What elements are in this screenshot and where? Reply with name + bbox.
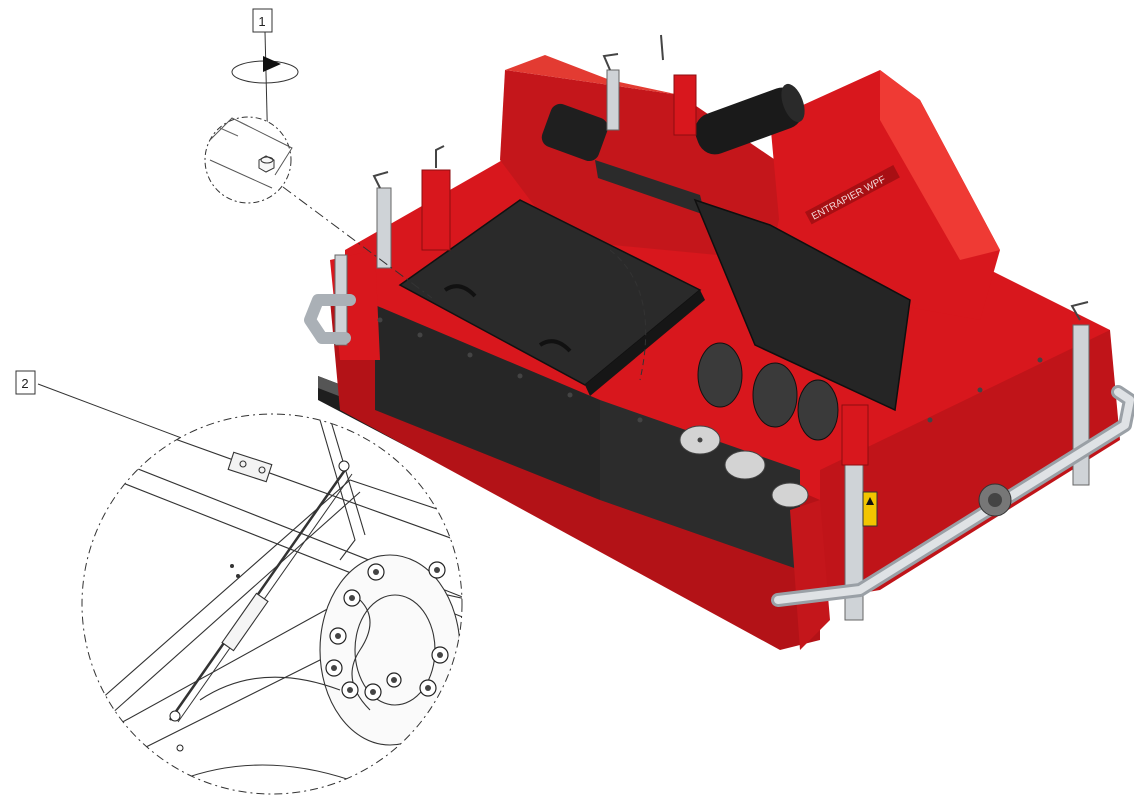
top-cylinder xyxy=(695,83,805,155)
callout-2-box xyxy=(15,370,36,395)
rotary-machine-illustration: ENTRAPIER WPF xyxy=(304,34,1134,650)
callout-1: 1 xyxy=(204,8,433,299)
rotation-arrow-icon xyxy=(231,56,299,84)
detail-circle-1 xyxy=(204,116,293,204)
callout-1-box xyxy=(252,8,273,33)
open-flap xyxy=(693,198,911,412)
front-panel-right xyxy=(600,400,800,570)
jack-stands xyxy=(334,69,1090,621)
right-side-plate xyxy=(790,500,830,650)
detail-circle-2 xyxy=(81,413,463,795)
flange-bolts xyxy=(169,460,449,752)
callout-2-number: 2 xyxy=(21,376,28,391)
warning-decal-icon xyxy=(862,491,878,527)
callout-2: 2 xyxy=(15,370,463,795)
hex-nut-icon xyxy=(258,155,275,173)
drive-shaft xyxy=(595,160,705,215)
drive-motor xyxy=(541,103,608,162)
rotor-discs xyxy=(679,342,839,508)
callout-1-number: 1 xyxy=(258,14,265,29)
front-panel-left xyxy=(375,305,600,500)
